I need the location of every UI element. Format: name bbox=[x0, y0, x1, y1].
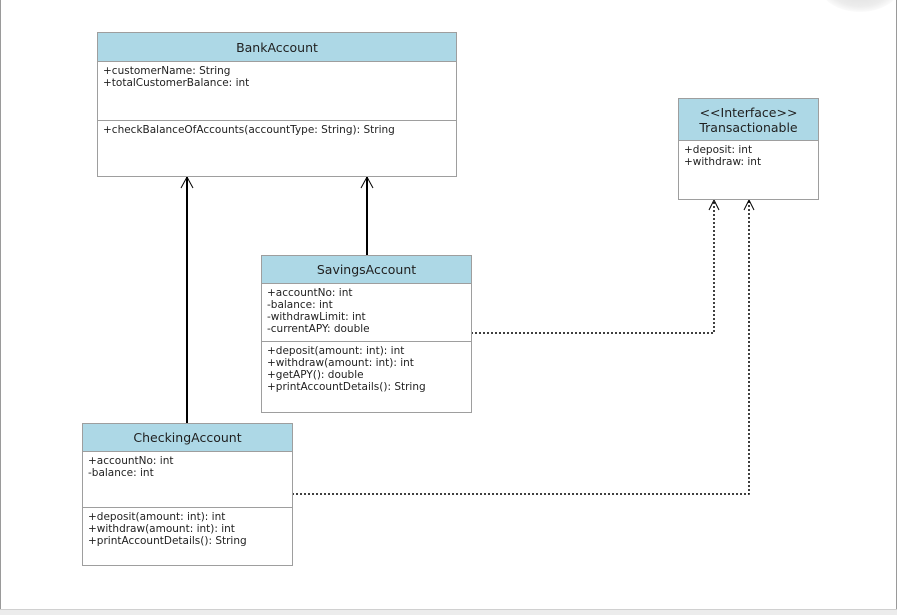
attribute: -balance: int bbox=[88, 467, 154, 479]
class-header: SavingsAccount bbox=[262, 256, 471, 284]
class-name: Transactionable bbox=[699, 119, 798, 135]
attribute: -balance: int bbox=[267, 299, 333, 311]
attribute: +deposit: int bbox=[684, 144, 753, 156]
operation: +withdraw(amount: int): int bbox=[88, 523, 235, 535]
savings-to-interface-arrowhead bbox=[708, 198, 720, 211]
savings-to-interface-line bbox=[471, 201, 715, 334]
operation: +checkBalanceOfAccounts(accountType: Str… bbox=[103, 124, 395, 136]
class-name: SavingsAccount bbox=[316, 262, 417, 277]
class-checking-account[interactable]: CheckingAccount +accountNo: int -balance… bbox=[82, 423, 293, 566]
attributes-section: +accountNo: int -balance: int -withdrawL… bbox=[262, 284, 471, 342]
class-name: CheckingAccount bbox=[133, 430, 242, 445]
class-bank-account[interactable]: BankAccount +customerName: String +total… bbox=[97, 32, 457, 177]
checking-to-interface-arrowhead bbox=[743, 198, 755, 211]
operations-section: +deposit(amount: int): int +withdraw(amo… bbox=[83, 508, 292, 547]
checking-to-bank-arrowhead bbox=[180, 175, 194, 189]
savings-to-bank-arrowhead bbox=[360, 175, 374, 189]
attribute: +customerName: String bbox=[103, 65, 231, 77]
class-header: CheckingAccount bbox=[83, 424, 292, 452]
interface-stereotype: <<Interface>> bbox=[699, 104, 798, 120]
operation: +printAccountDetails(): String bbox=[267, 381, 426, 393]
operation: +deposit(amount: int): int bbox=[267, 345, 405, 357]
operations-section: +deposit(amount: int): int +withdraw(amo… bbox=[262, 342, 471, 393]
interface-transactionable[interactable]: <<Interface>> Transactionable +deposit: … bbox=[678, 98, 819, 200]
attributes-section: +accountNo: int -balance: int bbox=[83, 452, 292, 508]
attribute: -withdrawLimit: int bbox=[267, 311, 366, 323]
class-header: <<Interface>> Transactionable bbox=[679, 99, 818, 141]
class-header: BankAccount bbox=[98, 33, 456, 62]
bottom-scrollbar-track bbox=[0, 609, 897, 615]
operation: +withdraw(amount: int): int bbox=[267, 357, 414, 369]
operations-section: +checkBalanceOfAccounts(accountType: Str… bbox=[98, 121, 456, 136]
attributes-section: +deposit: int +withdraw: int bbox=[679, 141, 818, 168]
class-name: BankAccount bbox=[236, 39, 318, 55]
operation: +printAccountDetails(): String bbox=[88, 535, 247, 547]
attribute: +accountNo: int bbox=[88, 455, 174, 467]
class-savings-account[interactable]: SavingsAccount +accountNo: int -balance:… bbox=[261, 255, 472, 413]
attributes-section: +customerName: String +totalCustomerBala… bbox=[98, 62, 456, 121]
attribute: -currentAPY: double bbox=[267, 323, 370, 335]
checking-to-interface-line bbox=[292, 201, 750, 495]
operation: +deposit(amount: int): int bbox=[88, 511, 226, 523]
operation: +getAPY(): double bbox=[267, 369, 364, 381]
attribute: +totalCustomerBalance: int bbox=[103, 77, 250, 89]
attribute: +accountNo: int bbox=[267, 287, 353, 299]
attribute: +withdraw: int bbox=[684, 156, 762, 168]
